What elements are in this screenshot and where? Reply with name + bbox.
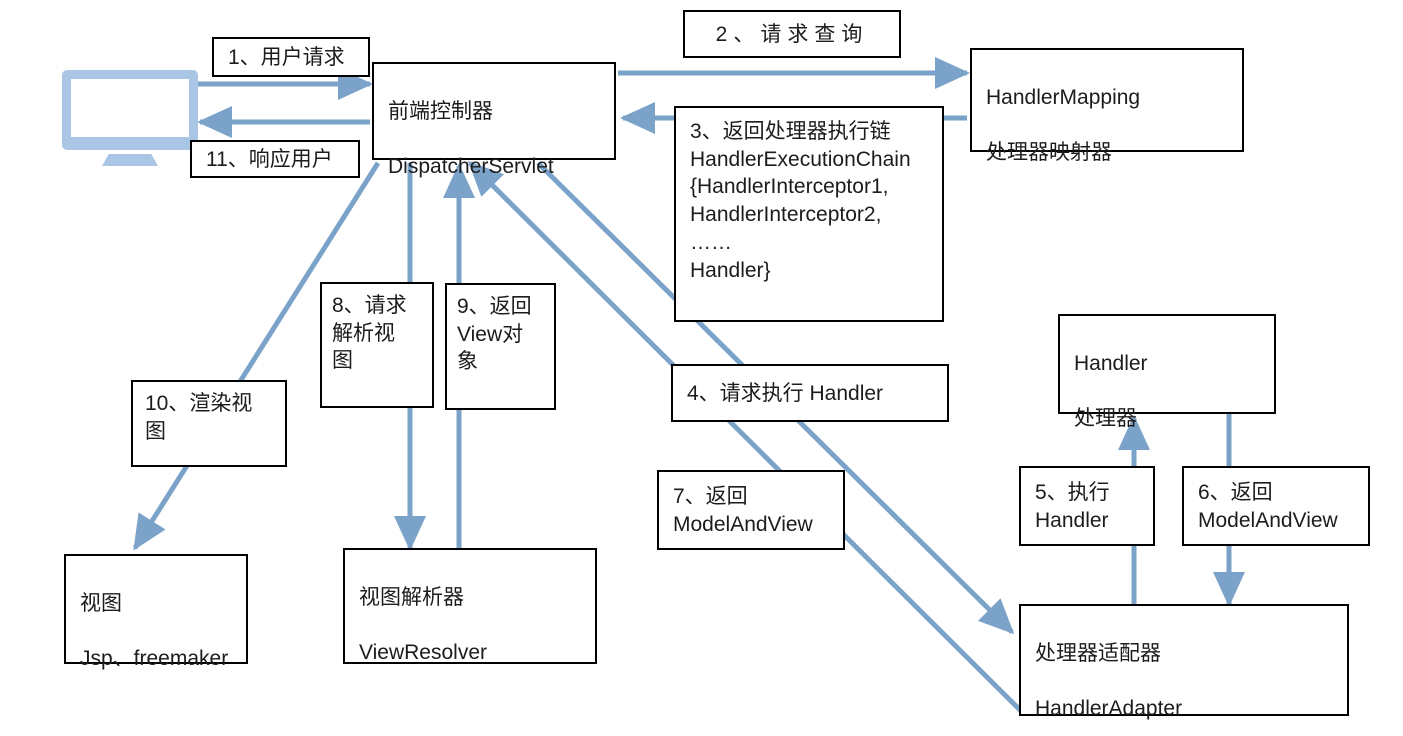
step-label-2: 2、请求查询	[683, 10, 901, 58]
node-handler-adapter-line2: HandlerAdapter	[1035, 697, 1183, 721]
node-view-resolver-line1: 视图解析器	[359, 585, 464, 609]
node-handler-adapter[interactable]: 处理器适配器 HandlerAdapter	[1019, 604, 1349, 720]
node-handler-mapping-line2: 处理器映射器	[986, 141, 1112, 165]
node-view-resolver[interactable]: 视图解析器 ViewResolver	[343, 548, 597, 664]
node-handler[interactable]: Handler 处理器	[1058, 314, 1276, 430]
node-handler-line1: Handler	[1074, 351, 1148, 375]
node-handler-mapping-line1: HandlerMapping	[986, 85, 1141, 109]
node-handler-mapping[interactable]: HandlerMapping 处理器映射器	[970, 48, 1244, 164]
step-label-6: 6、返回 ModelAndView	[1182, 466, 1370, 546]
node-view-resolver-line2: ViewResolver	[359, 641, 487, 665]
node-view[interactable]: 视图 Jsp、freemaker	[64, 554, 248, 670]
node-view-line1: 视图	[80, 591, 122, 615]
node-dispatcher-servlet[interactable]: 前端控制器 DispatcherServlet	[372, 62, 616, 178]
node-dispatcher-line2: DispatcherServlet	[388, 155, 554, 179]
monitor-stand	[102, 154, 158, 166]
step-label-3: 3、返回处理器执行链 HandlerExecutionChain {Handle…	[674, 106, 944, 322]
step-label-8: 8、请求 解析视 图	[320, 282, 434, 408]
step-label-4: 4、请求执行 Handler	[671, 364, 949, 422]
monitor-screen	[62, 70, 198, 150]
node-dispatcher-line1: 前端控制器	[388, 99, 493, 123]
node-handler-adapter-line1: 处理器适配器	[1035, 641, 1161, 665]
monitor-icon	[62, 70, 198, 166]
step-label-11: 11、响应用户	[190, 140, 360, 178]
step-label-5: 5、执行 Handler	[1019, 466, 1155, 546]
node-handler-line2: 处理器	[1074, 407, 1137, 431]
step-label-9: 9、返回 View对 象	[445, 283, 556, 410]
step-label-10: 10、渲染视 图	[131, 380, 287, 467]
node-view-line2: Jsp、freemaker	[80, 647, 229, 671]
step-label-7: 7、返回 ModelAndView	[657, 470, 845, 550]
step-label-1: 1、用户请求	[212, 37, 370, 77]
